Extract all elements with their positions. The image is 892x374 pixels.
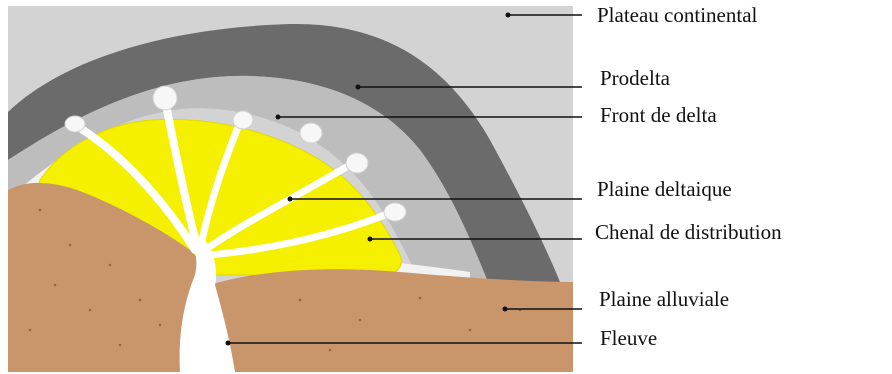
label-fleuve: Fleuve: [600, 326, 657, 350]
label-plateau-continental: Plateau continental: [597, 3, 758, 27]
label-plaine-alluviale: Plaine alluviale: [599, 287, 729, 311]
plaine-alluviale-region-right: [210, 269, 573, 372]
label-prodelta: Prodelta: [600, 66, 671, 90]
label-plaine-deltaique: Plaine deltaique: [597, 177, 732, 201]
label-chenal-de-distribution: Chenal de distribution: [595, 220, 782, 244]
label-front-de-delta: Front de delta: [600, 103, 717, 127]
